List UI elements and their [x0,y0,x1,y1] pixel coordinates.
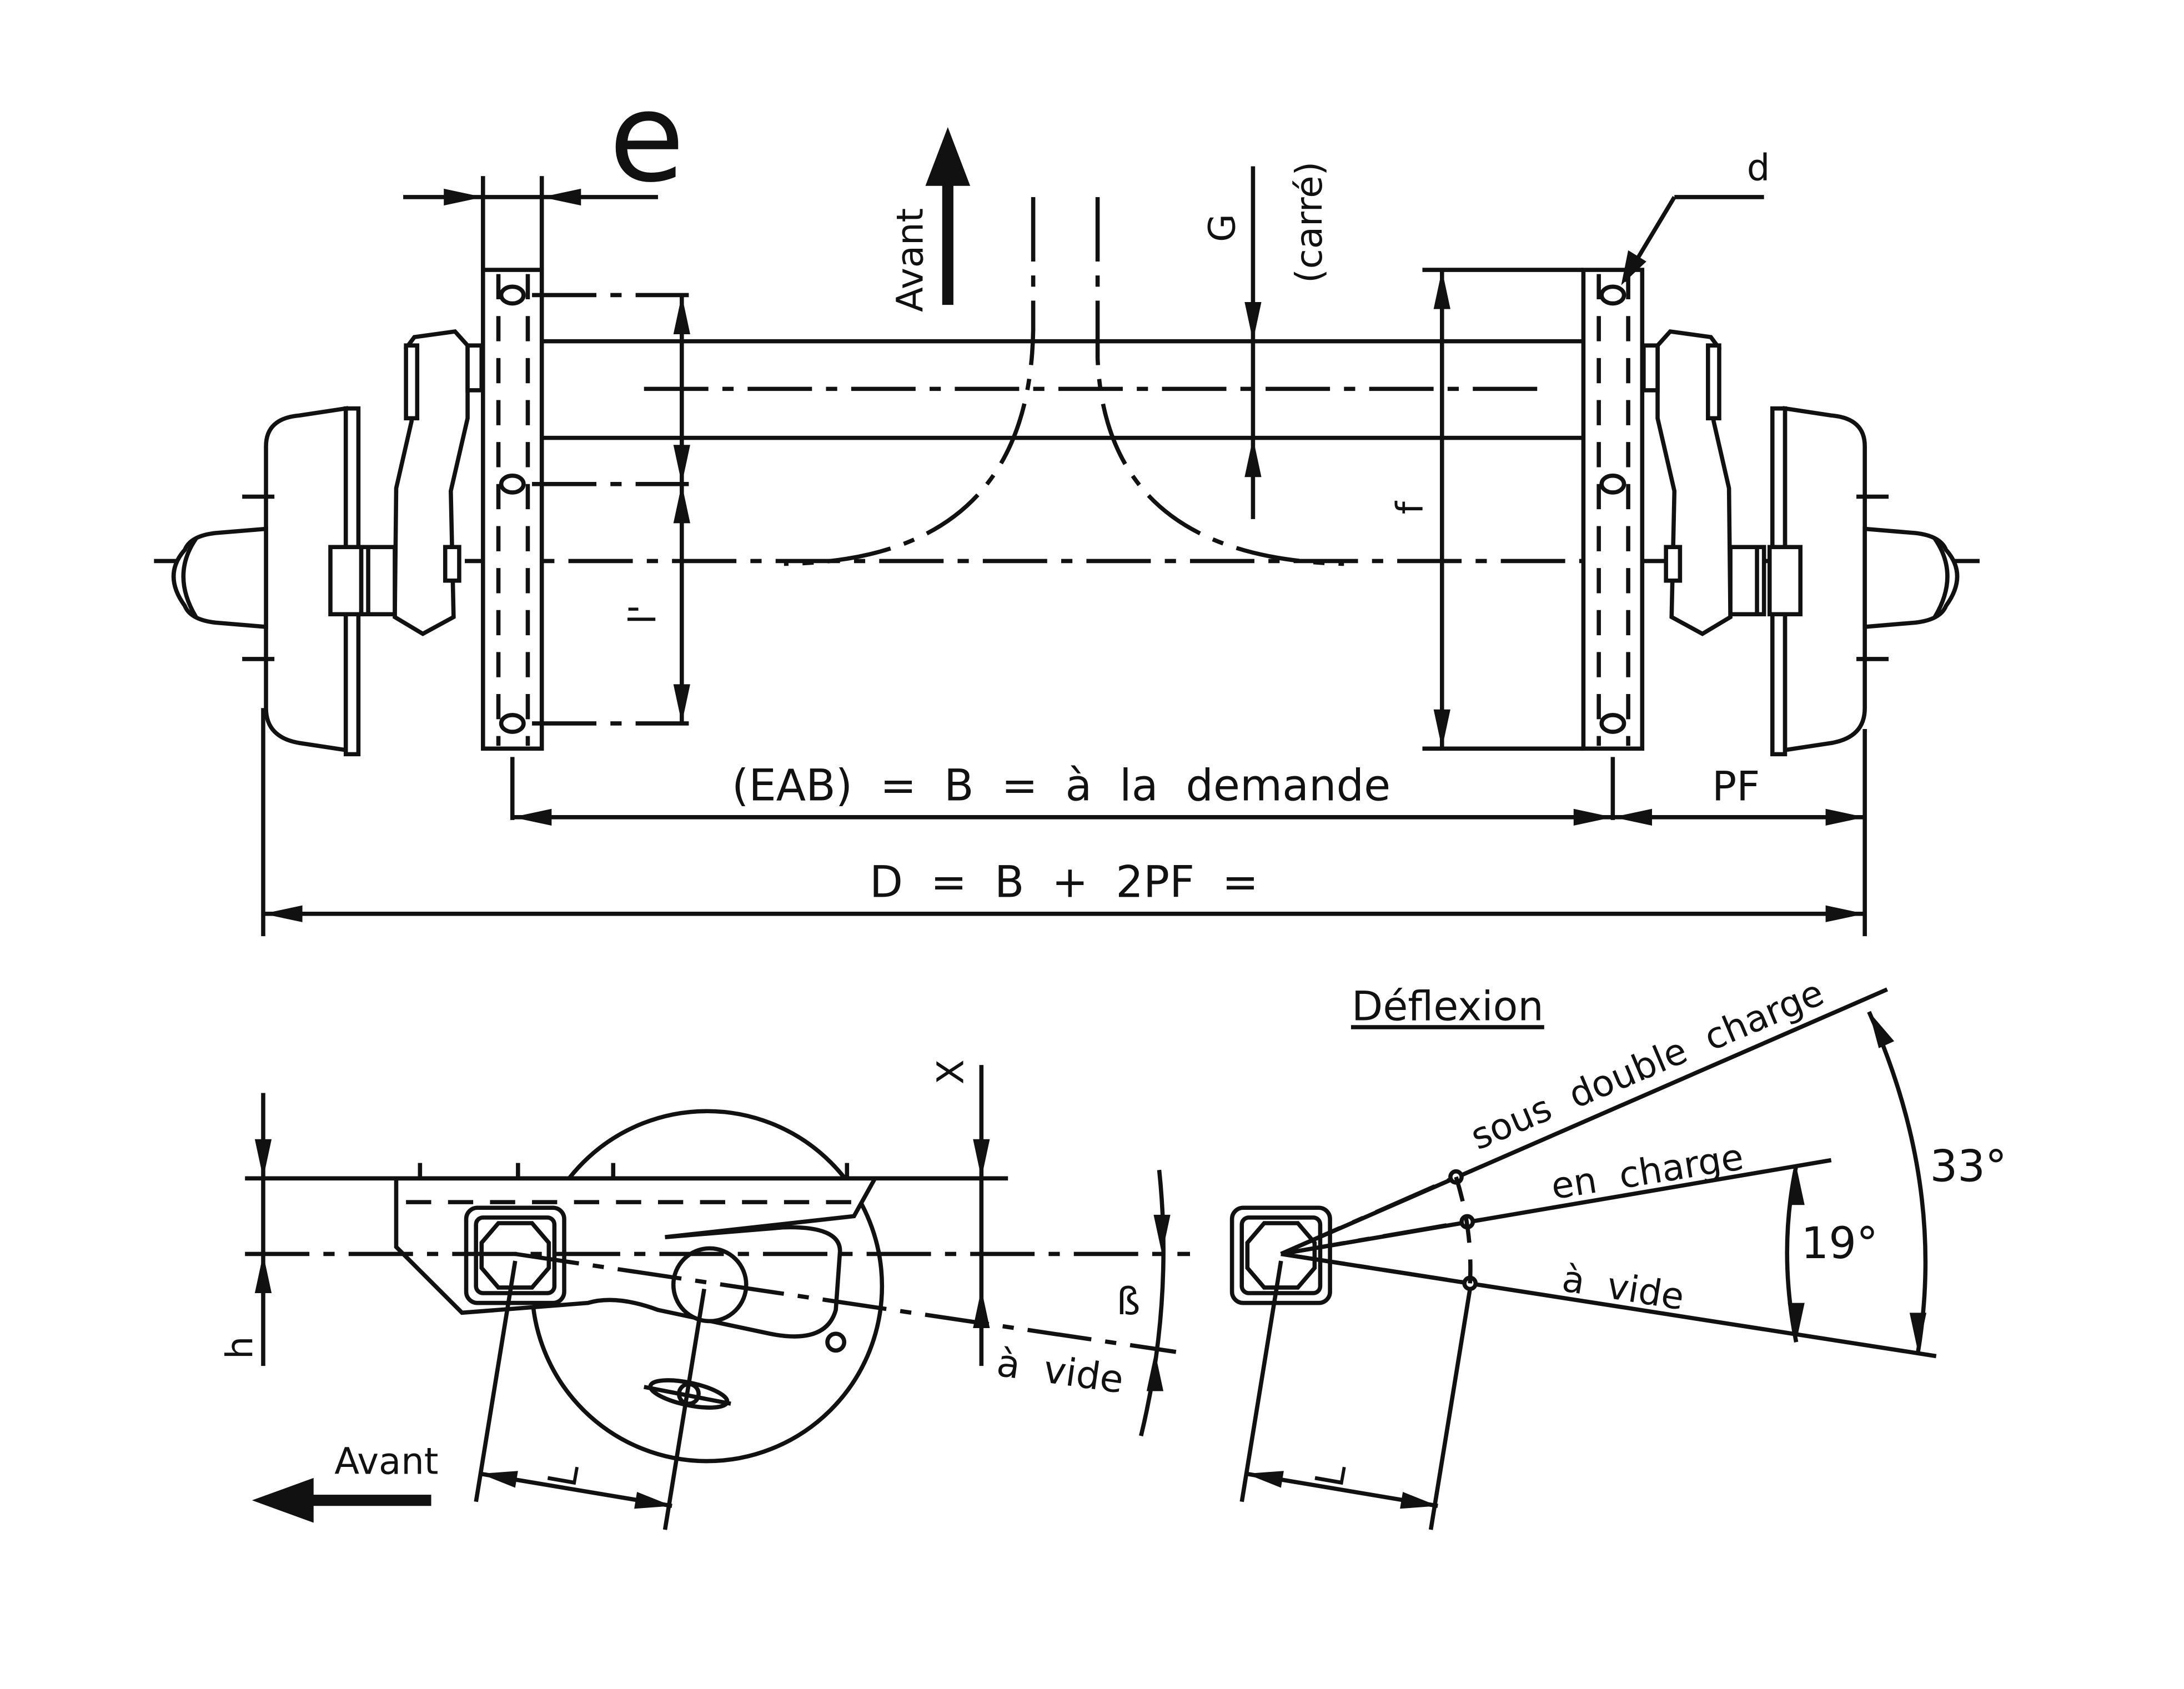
dimension-x [973,1065,990,1366]
angle-beta [1139,1169,1171,1437]
label-h: h [219,1336,261,1360]
drawbar-curves [784,197,1344,566]
right-mounting-plate [1581,268,1645,820]
dimension-f [1422,268,1584,751]
label-d: d [1747,147,1770,189]
deflection-view: Déflexion sous double charge en charge à… [1229,972,2007,1530]
right-wheel-hub [1767,406,1960,757]
right-swing-arm [1641,329,1733,636]
left-stub-axle [359,545,397,617]
label-a-vide-right: à vide [1559,1258,1687,1319]
angle-33 [1867,1011,1928,1353]
dimension-g [1244,166,1262,519]
label-f: f [1389,500,1431,514]
dimension-pf [1613,729,1867,937]
label-avant-bottom: Avant [334,1440,438,1482]
label-angle-33: 33° [1930,1141,2007,1192]
right-stub-axle [1728,545,1766,617]
dimension-d-leader [1621,195,1764,285]
dimension-l-prime [532,293,690,726]
label-beta: ß [1117,1280,1141,1324]
label-carre: (carré) [1288,162,1331,283]
label-g: G [1202,214,1244,242]
top-view: e d Avant G (carré) f [154,67,1989,937]
label-d-total: D = B + 2PF = [870,857,1258,908]
dimension-d-total [261,708,1865,937]
label-e: e [609,67,685,210]
label-pf: PF [1712,763,1760,811]
hub-circle [671,1246,749,1324]
label-l-prime: l' [622,604,664,624]
label-deflexion: Déflexion [1352,983,1544,1030]
left-wheel-hub [172,406,364,757]
dimension-e [403,176,658,270]
dimension-l-right [1239,1260,1472,1530]
dimension-b [512,808,1613,826]
axle-beam [539,339,1585,440]
side-view: h X ß à vide L Avant [219,1059,1190,1530]
label-x: X [930,1059,972,1084]
arrow-left-icon [252,1477,431,1523]
label-en-charge: en charge [1548,1136,1746,1208]
dimension-h [254,1093,272,1366]
left-swing-arm [393,329,484,636]
left-mounting-plate [481,268,544,820]
label-angle-19: 19° [1801,1218,1879,1269]
angle-19 [1785,1165,1805,1343]
dimension-l-left [474,1260,706,1530]
label-a-vide-left: à vide [994,1341,1126,1403]
label-eab: (EAB) = B = à la demande [732,761,1390,811]
arrow-up-icon [925,127,971,305]
label-avant-top: Avant [889,208,931,312]
